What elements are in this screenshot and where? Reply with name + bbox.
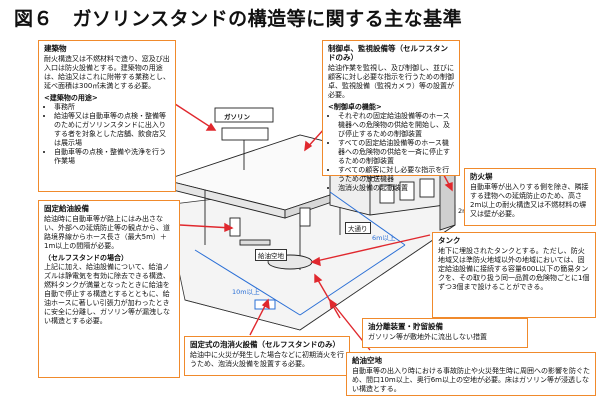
- space-text: 自動車等の出入り時における事故防止や火災発生時に周囲への影響を防ぐため、間口10…: [352, 367, 590, 393]
- control-text: 給油作業を監視し、及び制御し、並びに顧客に対し必要な指示を行うための制御卓、監視…: [328, 64, 454, 99]
- foam-heading: 固定式の泡消火設備（セルフスタンドのみ）: [190, 340, 340, 349]
- list-item: 給油等又は自動車等の点検・整備等のためにガソリンスタンドに出入りする者を対象とし…: [54, 112, 170, 148]
- list-item: 事務所: [54, 103, 170, 112]
- drain-heading: 油分離装置・貯留設備: [368, 322, 443, 331]
- fire-wall-text: 自動車等が出入りする側を除き、隣接する建物への延焼防止のため、高さ2m以上の耐火…: [470, 183, 589, 218]
- building-heading: 建築物: [44, 44, 67, 53]
- control-function-list: それぞれの固定給油設備等のホース機器への危険物の供給を開始し、及び停止するための…: [328, 112, 454, 193]
- kyuyu-area-label: 給油空地: [255, 249, 287, 261]
- tank-heading: タンク: [438, 236, 461, 245]
- dispenser-self-text: 上記に加え、給油設備について、給油ノズルは静電気を有効に除去できる構造、燃料タン…: [44, 263, 170, 325]
- dispenser-self-heading: （セルフスタンドの場合）: [44, 254, 128, 262]
- fire-wall-heading: 防火塀: [470, 172, 493, 181]
- foam-text: 給油中に火災が発生した場合などに初期消火を行うため、泡消火設備を設置する必要。: [190, 351, 344, 368]
- control-callout: 制御卓、監視設備等（セルフスタンドのみ） 給油作業を監視し、及び制御し、並びに顧…: [322, 40, 460, 192]
- list-item: それぞれの固定給油設備等のホース機器への危険物の供給を開始し、及び停止するための…: [338, 112, 454, 139]
- space-heading: 給油空地: [352, 356, 382, 365]
- building-text: 耐火構造又は不燃材料で造り、窓及び出入口は防火設備とする。建築物の用途は、給油又…: [44, 55, 170, 90]
- building-callout: 建築物 耐火構造又は不燃材料で造り、窓及び出入口は防火設備とする。建築物の用途は…: [38, 40, 176, 192]
- fuel-dispensers: [229, 207, 311, 246]
- drain-text: ガソリン等が敷地外に流出しない措置: [368, 333, 487, 341]
- dispenser-text: 給油時に自動車等が路上にはみ出さない、外部への延焼防止等の観点から、道路境界線か…: [44, 215, 170, 250]
- page-title: 図６ ガソリンスタンドの構造等に関する主な基準: [14, 8, 463, 30]
- building-use-list: 事務所 給油等又は自動車等の点検・整備等のためにガソリンスタンドに出入りする者を…: [44, 103, 170, 166]
- control-heading: 制御卓、監視設備等（セルフスタンドのみ）: [328, 44, 448, 62]
- building-sub-heading: <建築物の用途>: [44, 94, 98, 102]
- list-item: すべての固定給油設備等のホース機器への危険物の供給を一斉に停止するための制御装置: [338, 139, 454, 166]
- refueling-space-callout: 給油空地 自動車等の出入り時における事故防止や火災発生時に周囲への影響を防ぐため…: [346, 352, 596, 396]
- pole-sign: [214, 107, 274, 170]
- depth-dimension-label: 6m以上: [372, 234, 396, 242]
- control-sub-heading: <制御卓の機能>: [328, 103, 382, 111]
- tank-text: 地下に埋設されたタンクとする。ただし、防火地域又は準防火地域以外の地域においては…: [438, 247, 590, 291]
- list-item: 泡消火設備の起動装置: [338, 184, 454, 193]
- foam-callout: 固定式の泡消火設備（セルフスタンドのみ） 給油中に火災が発生した場合などに初期消…: [184, 336, 350, 376]
- list-item: 自動車等の点検・整備や洗浄を行う作業場: [54, 148, 170, 166]
- tank-callout: タンク 地下に埋設されたタンクとする。ただし、防火地域又は準防火地域以外の地域に…: [432, 232, 596, 318]
- sign-label: ガソリン: [224, 113, 250, 121]
- list-item: すべての顧客に対し必要な指示を行うための放送機器: [338, 166, 454, 184]
- dispenser-callout: 固定給油設備 給油時に自動車等が路上にはみ出さない、外部への延焼防止等の観点から…: [38, 200, 180, 378]
- width-dimension-label: 10m以上: [232, 288, 260, 296]
- dispenser-heading: 固定給油設備: [44, 204, 89, 213]
- drain-callout: 油分離装置・貯留設備 ガソリン等が敷地外に流出しない措置: [362, 318, 528, 348]
- entrance-label: 大通り: [345, 222, 371, 234]
- fire-wall-callout: 防火塀 自動車等が出入りする側を除き、隣接する建物への延焼防止のため、高さ2m以…: [464, 168, 596, 226]
